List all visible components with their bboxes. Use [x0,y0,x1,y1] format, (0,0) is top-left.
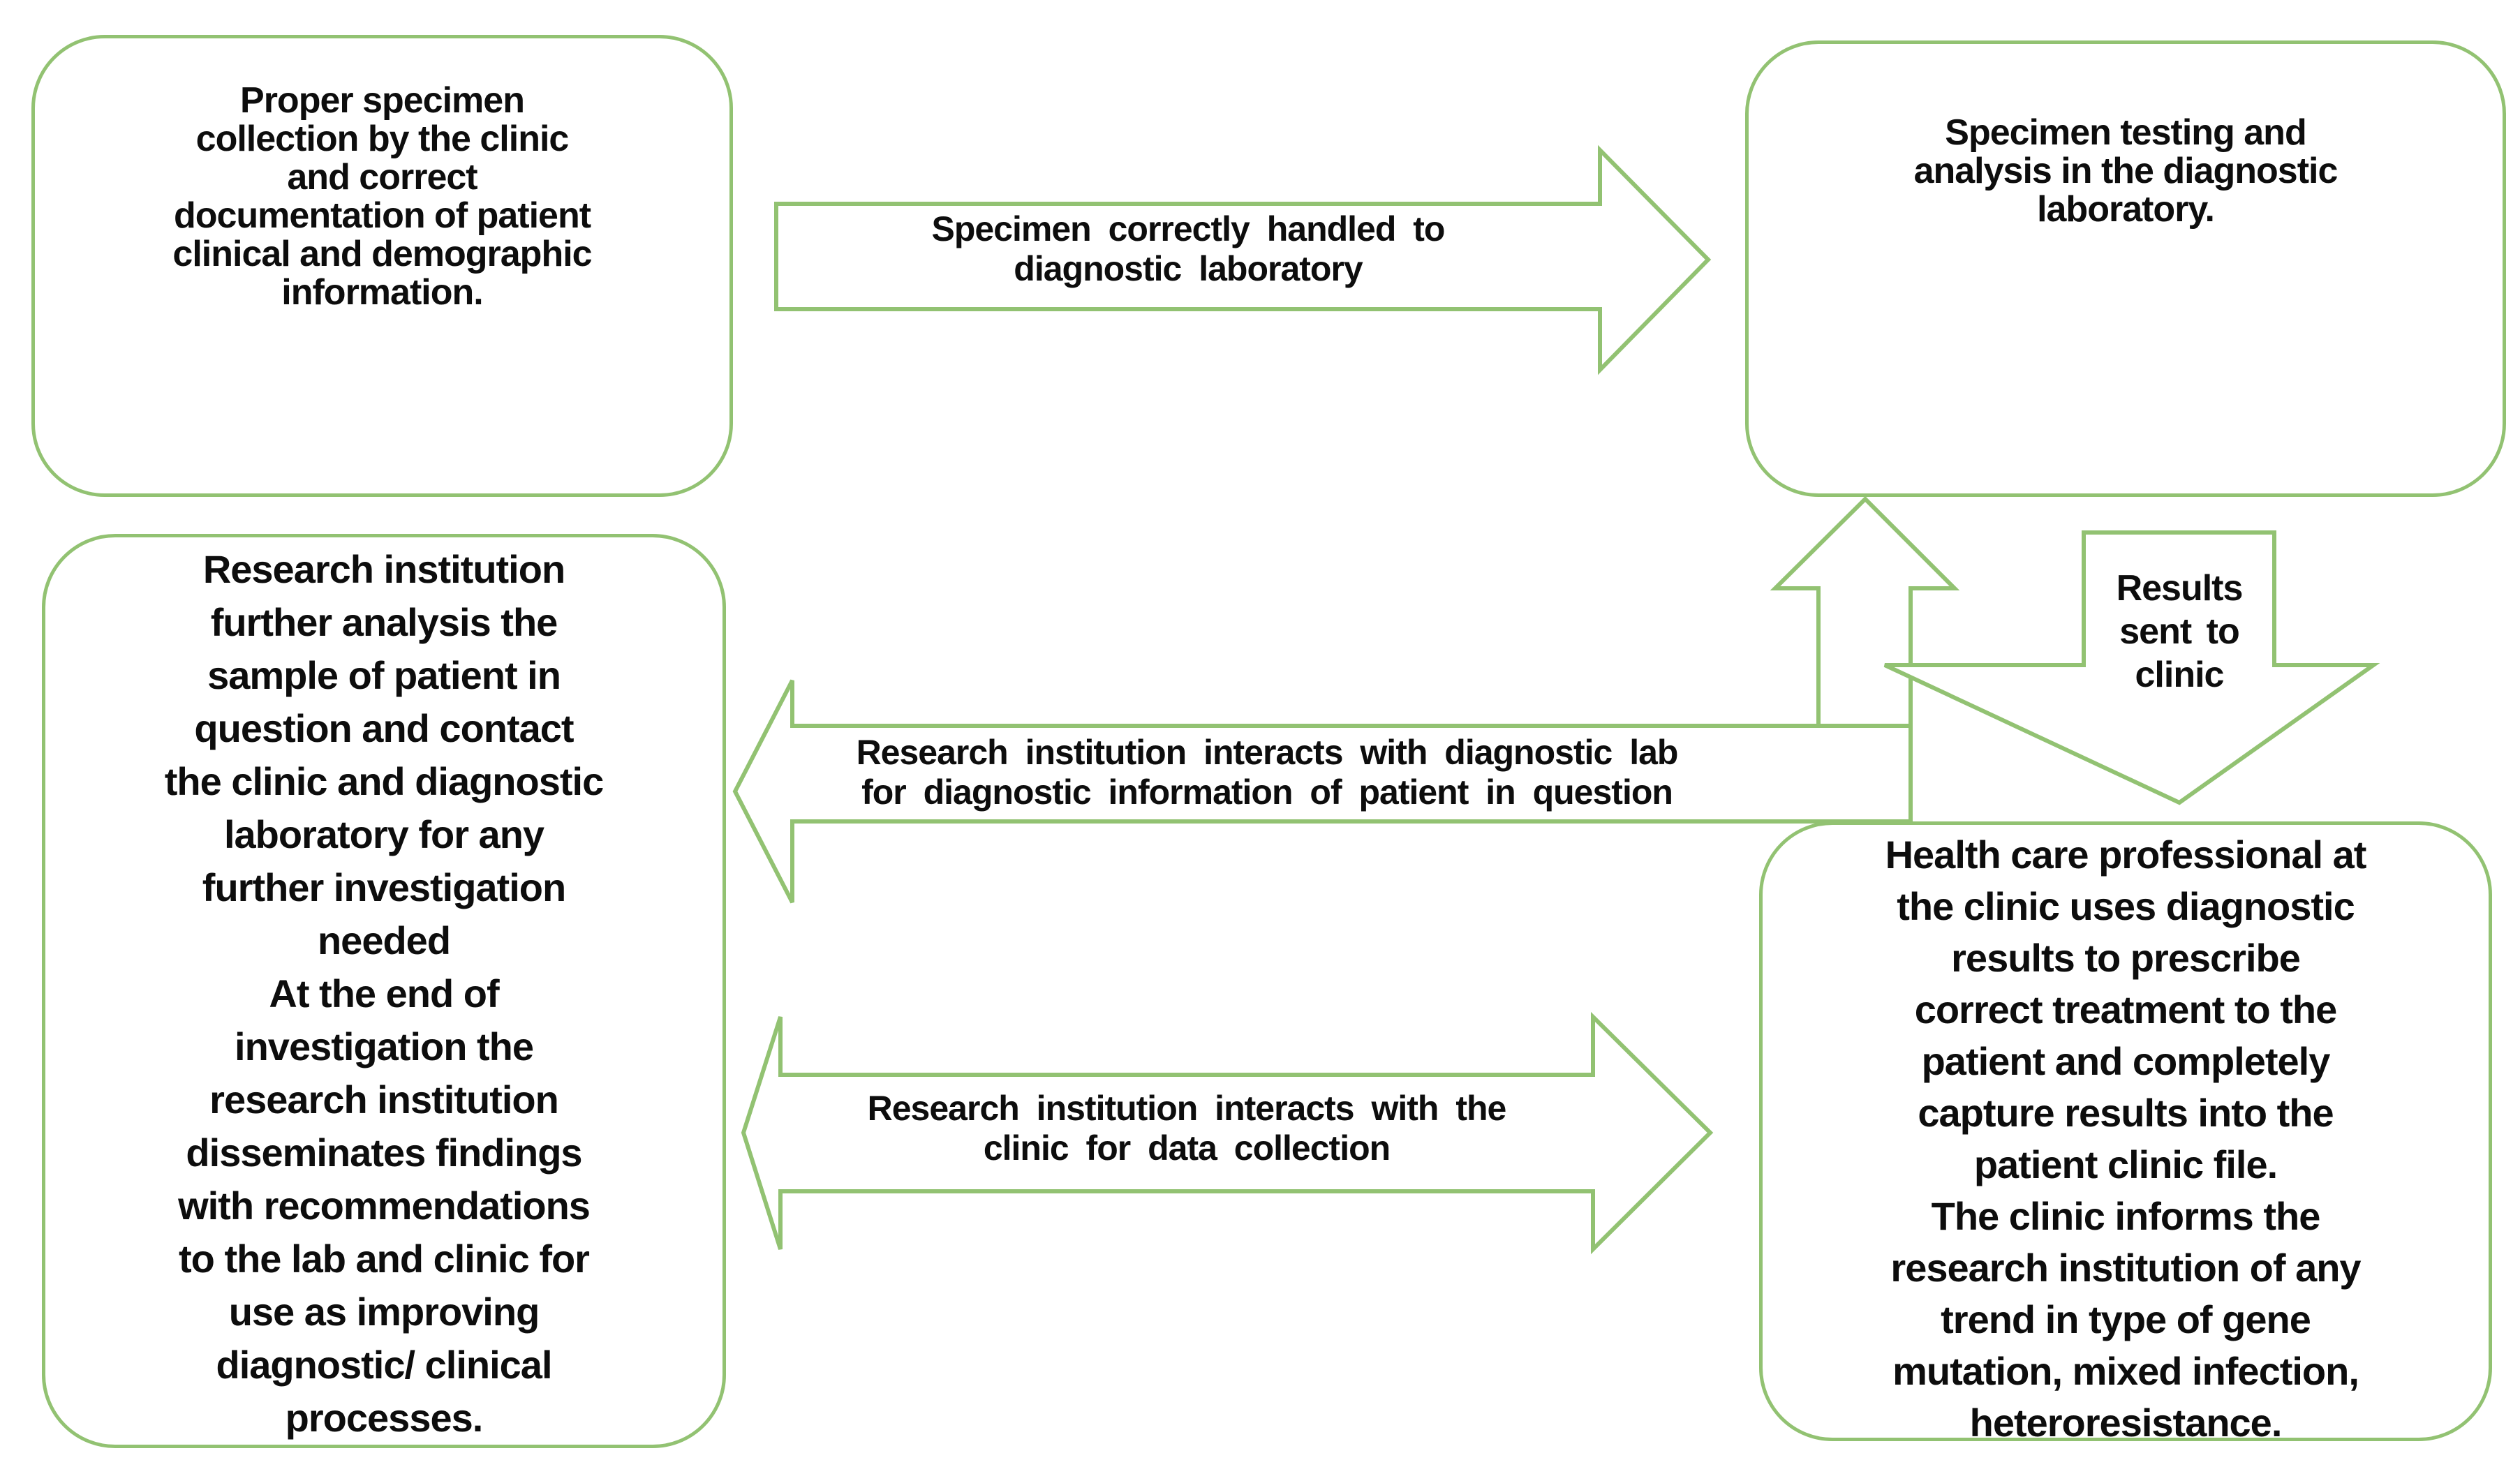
right-arrow-icon [774,144,1712,375]
double-arrow-icon [741,1011,1714,1255]
label-research-lab-interaction: Research institution interacts with diag… [856,733,1679,812]
label-specimen-handled: Specimen correctly handled to diagnostic… [931,209,1446,288]
box-specimen-collection: Proper specimen collection by the clinic… [31,35,733,497]
box-research-institution: Research institution further analysis th… [42,534,726,1448]
label-research-clinic-interaction: Research institution interacts with the … [867,1089,1507,1168]
left-arrow-icon [732,679,1913,904]
box-health-care-clinic-text: Health care professional at the clinic u… [1885,833,2367,1445]
label-results-sent-clinic: Results sent to clinic [2116,568,2244,695]
box-specimen-collection-text: Proper specimen collection by the clinic… [172,80,592,313]
box-specimen-testing: Specimen testing and analysis in the dia… [1745,40,2506,497]
box-research-institution-text: Research institution further analysis th… [164,547,604,1440]
down-arrow-icon [1883,530,2380,805]
box-specimen-testing-text: Specimen testing and analysis in the dia… [1913,112,2339,230]
box-health-care-clinic: Health care professional at the clinic u… [1759,821,2492,1445]
